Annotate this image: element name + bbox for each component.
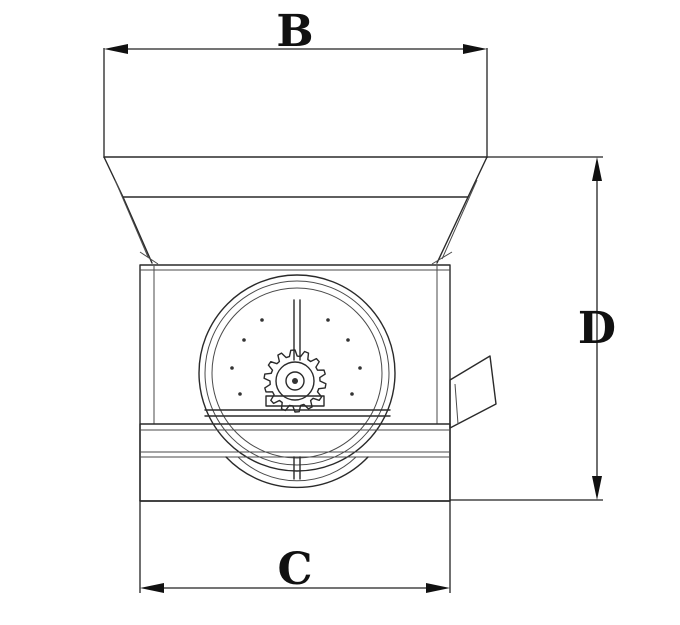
rotor-rivets — [230, 318, 362, 396]
drive-gear — [263, 349, 327, 413]
rotor-drum — [198, 274, 396, 472]
dimension-label-d: D — [578, 303, 616, 354]
dimension-d: D — [450, 156, 616, 501]
hopper — [103, 156, 488, 265]
discharge-chute — [449, 355, 497, 429]
dimension-label-b: B — [276, 6, 313, 57]
dimension-b: B — [103, 6, 488, 158]
lower-frame — [139, 423, 451, 502]
dimension-label-c: C — [277, 544, 312, 595]
dimension-c: C — [139, 500, 451, 595]
